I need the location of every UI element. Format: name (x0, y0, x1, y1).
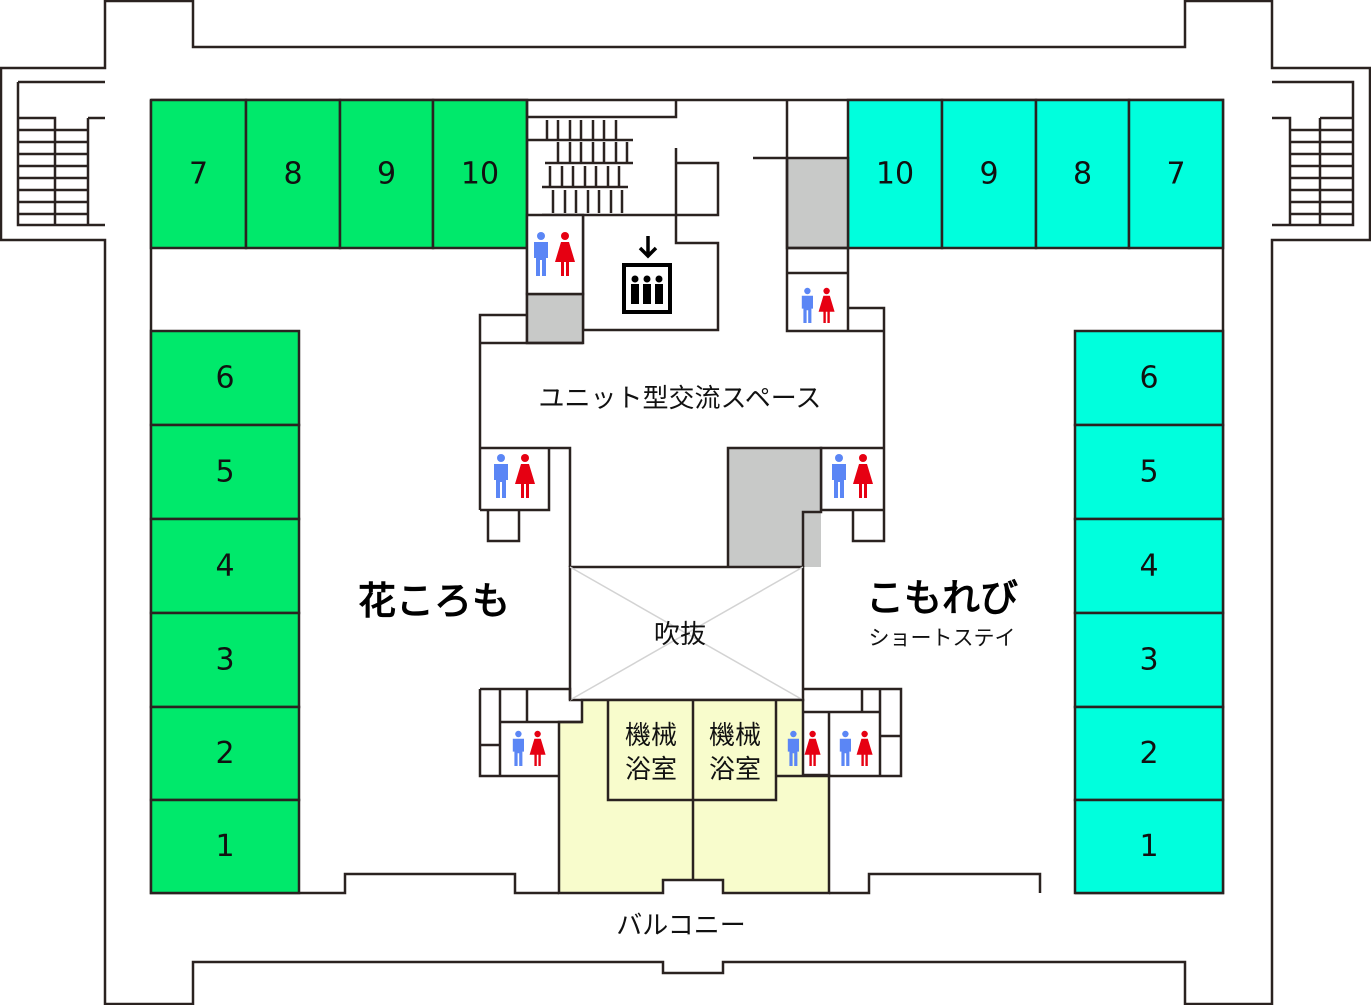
room-unit-a: 5 (149, 423, 301, 521)
room-number: 2 (1139, 736, 1158, 771)
room-number: 3 (1139, 643, 1158, 678)
unit-b-name: こもれび (866, 576, 1018, 620)
room-unit-b: 7 (1127, 98, 1225, 250)
room-number: 10 (876, 157, 914, 192)
bath1-label: 機械 (625, 721, 677, 751)
storage-room (728, 448, 821, 567)
room-unit-a: 2 (149, 705, 301, 802)
bath2-label: 浴室 (709, 755, 761, 785)
common-space-label: ユニット型交流スペース (539, 384, 822, 414)
stairs-left (16, 80, 105, 227)
room-number: 1 (215, 829, 234, 864)
room-number: 8 (283, 157, 302, 192)
unit-a-name: 花ころも (358, 579, 510, 623)
room-unit-a: 4 (149, 517, 301, 615)
room-number: 10 (461, 157, 499, 192)
unit-b-subtitle: ショートステイ (869, 626, 1016, 650)
room-number: 7 (1166, 157, 1185, 192)
room-number: 5 (1139, 455, 1158, 490)
room-number: 2 (215, 736, 234, 771)
atrium: 吹抜 (568, 565, 805, 702)
restroom-icon (494, 454, 535, 498)
elevator-icon (622, 236, 672, 314)
room-number: 1 (1139, 829, 1158, 864)
room-unit-a: 6 (149, 329, 301, 427)
room-number: 7 (189, 157, 208, 192)
room-unit-b: 4 (1073, 517, 1225, 615)
room-unit-b: 8 (1034, 98, 1131, 250)
room-number: 9 (979, 157, 998, 192)
room-unit-a: 3 (149, 611, 301, 709)
atrium-label: 吹抜 (654, 620, 706, 650)
restroom-icon (832, 454, 873, 498)
room-number: 6 (1139, 361, 1158, 396)
room-number: 8 (1073, 157, 1092, 192)
room-unit-a: 10 (431, 98, 529, 250)
restroom-icon (512, 730, 546, 766)
bath1-label: 浴室 (625, 755, 677, 785)
stairs-right (1272, 80, 1355, 227)
restroom-icon (801, 287, 835, 323)
room-unit-b: 10 (846, 98, 944, 250)
room-unit-a: 8 (244, 98, 342, 250)
storage-room (525, 292, 585, 345)
room-unit-b: 5 (1073, 423, 1225, 521)
room-unit-b: 3 (1073, 611, 1225, 709)
balcony-label: バルコニー (616, 911, 745, 941)
room-number: 6 (215, 361, 234, 396)
room-unit-a: 1 (149, 798, 301, 895)
bath2-label: 機械 (709, 721, 761, 751)
room-number: 9 (377, 157, 396, 192)
room-unit-a: 9 (338, 98, 435, 250)
room-number: 3 (215, 643, 234, 678)
room-number: 5 (215, 455, 234, 490)
restroom-icon (839, 730, 873, 766)
room-unit-b: 1 (1073, 798, 1225, 895)
room-unit-a: 7 (149, 98, 248, 250)
restroom-icon (787, 730, 821, 766)
room-unit-b: 6 (1073, 329, 1225, 427)
room-unit-b: 9 (940, 98, 1038, 250)
room-unit-b: 2 (1073, 705, 1225, 802)
restroom-icon (534, 232, 575, 276)
room-number: 4 (215, 549, 234, 584)
room-number: 4 (1139, 549, 1158, 584)
storage-room (785, 156, 850, 250)
